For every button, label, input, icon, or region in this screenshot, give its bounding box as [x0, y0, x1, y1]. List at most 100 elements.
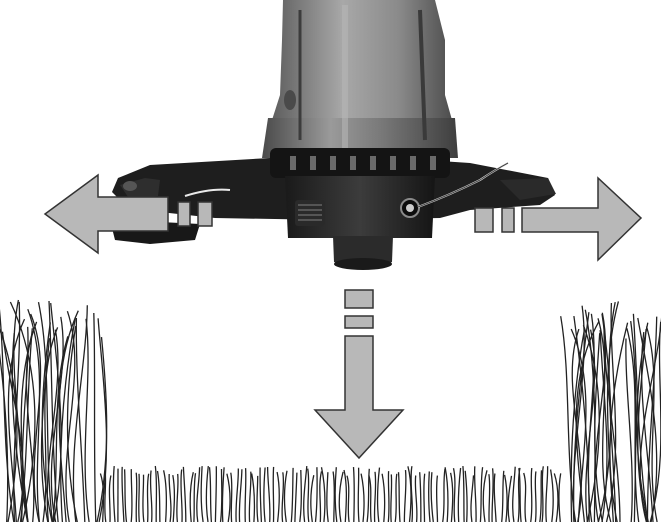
grass-blade — [121, 466, 125, 522]
grass-blade — [205, 466, 209, 522]
grass-blade — [346, 475, 350, 522]
grass-blade — [263, 467, 266, 522]
grass-blade — [381, 473, 386, 522]
grass-blade — [156, 470, 161, 522]
grass-blade — [414, 475, 418, 522]
grass-blade — [512, 466, 516, 522]
grass-blade — [276, 471, 280, 522]
grass-blade — [235, 468, 239, 522]
grass-blade — [266, 466, 271, 522]
grass-blade — [248, 471, 252, 522]
grass-blade — [154, 465, 158, 522]
grass-blade — [299, 469, 302, 522]
spool-head — [270, 148, 450, 270]
grass-blade — [488, 474, 491, 522]
grass-blade — [571, 328, 582, 522]
grass-blade — [200, 466, 204, 522]
grass-blade — [419, 472, 422, 522]
left-arrow — [43, 173, 213, 255]
grass-blade — [290, 467, 294, 522]
grass-blade — [123, 469, 128, 522]
right-arrow — [474, 176, 643, 262]
grass-blade — [630, 321, 637, 522]
grass-blade — [449, 472, 454, 522]
grass-blade — [230, 472, 233, 522]
grass-blade — [545, 466, 549, 522]
grass-blade — [221, 467, 225, 522]
grass-blade — [625, 338, 633, 522]
grass-blade — [560, 316, 577, 522]
grass-blade — [13, 299, 23, 522]
grass-blade — [84, 318, 90, 522]
grass-blade — [572, 312, 590, 522]
grass-blade — [397, 472, 401, 522]
grass-blade — [112, 466, 116, 522]
grass-blade — [7, 318, 26, 522]
left-grass-clump — [0, 299, 108, 522]
grass-blade — [176, 473, 179, 522]
grass-blade — [226, 473, 231, 522]
grass-blade — [636, 322, 649, 522]
grass-blade — [320, 467, 326, 522]
grass-blade — [530, 468, 533, 522]
grass-blade — [52, 336, 69, 522]
grass-blade — [142, 474, 145, 522]
grass-blade — [146, 473, 150, 522]
grass-blade — [307, 468, 310, 522]
grass-blade — [189, 472, 194, 522]
grass-blade — [135, 472, 138, 522]
grass-blade — [626, 328, 640, 522]
grass-blade — [462, 466, 465, 522]
grass-blade — [452, 468, 456, 522]
grass-blade — [50, 303, 62, 522]
grass-blade — [214, 466, 218, 522]
grass-blade — [637, 317, 658, 522]
grass-blade — [251, 473, 256, 522]
grass-blade — [326, 472, 329, 522]
grass-blade — [464, 470, 468, 522]
grass-blade — [256, 475, 259, 522]
grass-blade — [283, 470, 288, 522]
grass-blade — [40, 338, 51, 522]
grass-blade — [99, 473, 105, 522]
grass-blade — [37, 301, 54, 522]
grass-blade — [428, 471, 431, 522]
grass-blade — [376, 467, 381, 522]
grass-blade — [435, 475, 439, 522]
grass-blade — [66, 325, 78, 522]
grass-blade — [281, 472, 285, 522]
grass-blade — [219, 468, 223, 522]
right-grass-clump — [560, 301, 661, 522]
grass-blade — [479, 467, 484, 522]
grass-blade — [208, 467, 213, 522]
grass-blade — [180, 469, 183, 522]
grass-blade — [523, 472, 527, 522]
grass-blade — [310, 475, 315, 522]
grass-blade — [104, 472, 107, 522]
grass-blade — [294, 472, 298, 522]
grass-blade — [319, 471, 323, 522]
grass-blade — [423, 473, 426, 522]
grass-blade — [549, 469, 554, 522]
grass-blade — [93, 312, 97, 522]
grass-blade — [108, 475, 112, 522]
grass-blade — [645, 326, 658, 522]
grass-blade — [603, 326, 621, 522]
grass-blade — [48, 300, 59, 522]
grass-blade — [410, 466, 414, 522]
grass-blade — [403, 470, 407, 522]
grass-blade — [193, 473, 197, 522]
grass-blade — [373, 471, 377, 522]
grass-blade — [503, 474, 508, 522]
grass-blade — [387, 471, 390, 522]
grass-blade — [46, 329, 59, 522]
grass-blade — [0, 309, 15, 522]
grass-blade — [430, 472, 434, 522]
grass-blade — [442, 468, 446, 522]
grass-blade — [238, 469, 243, 522]
grass-blade — [130, 469, 133, 522]
grass-blade — [368, 475, 372, 522]
grass-blade — [357, 467, 360, 522]
